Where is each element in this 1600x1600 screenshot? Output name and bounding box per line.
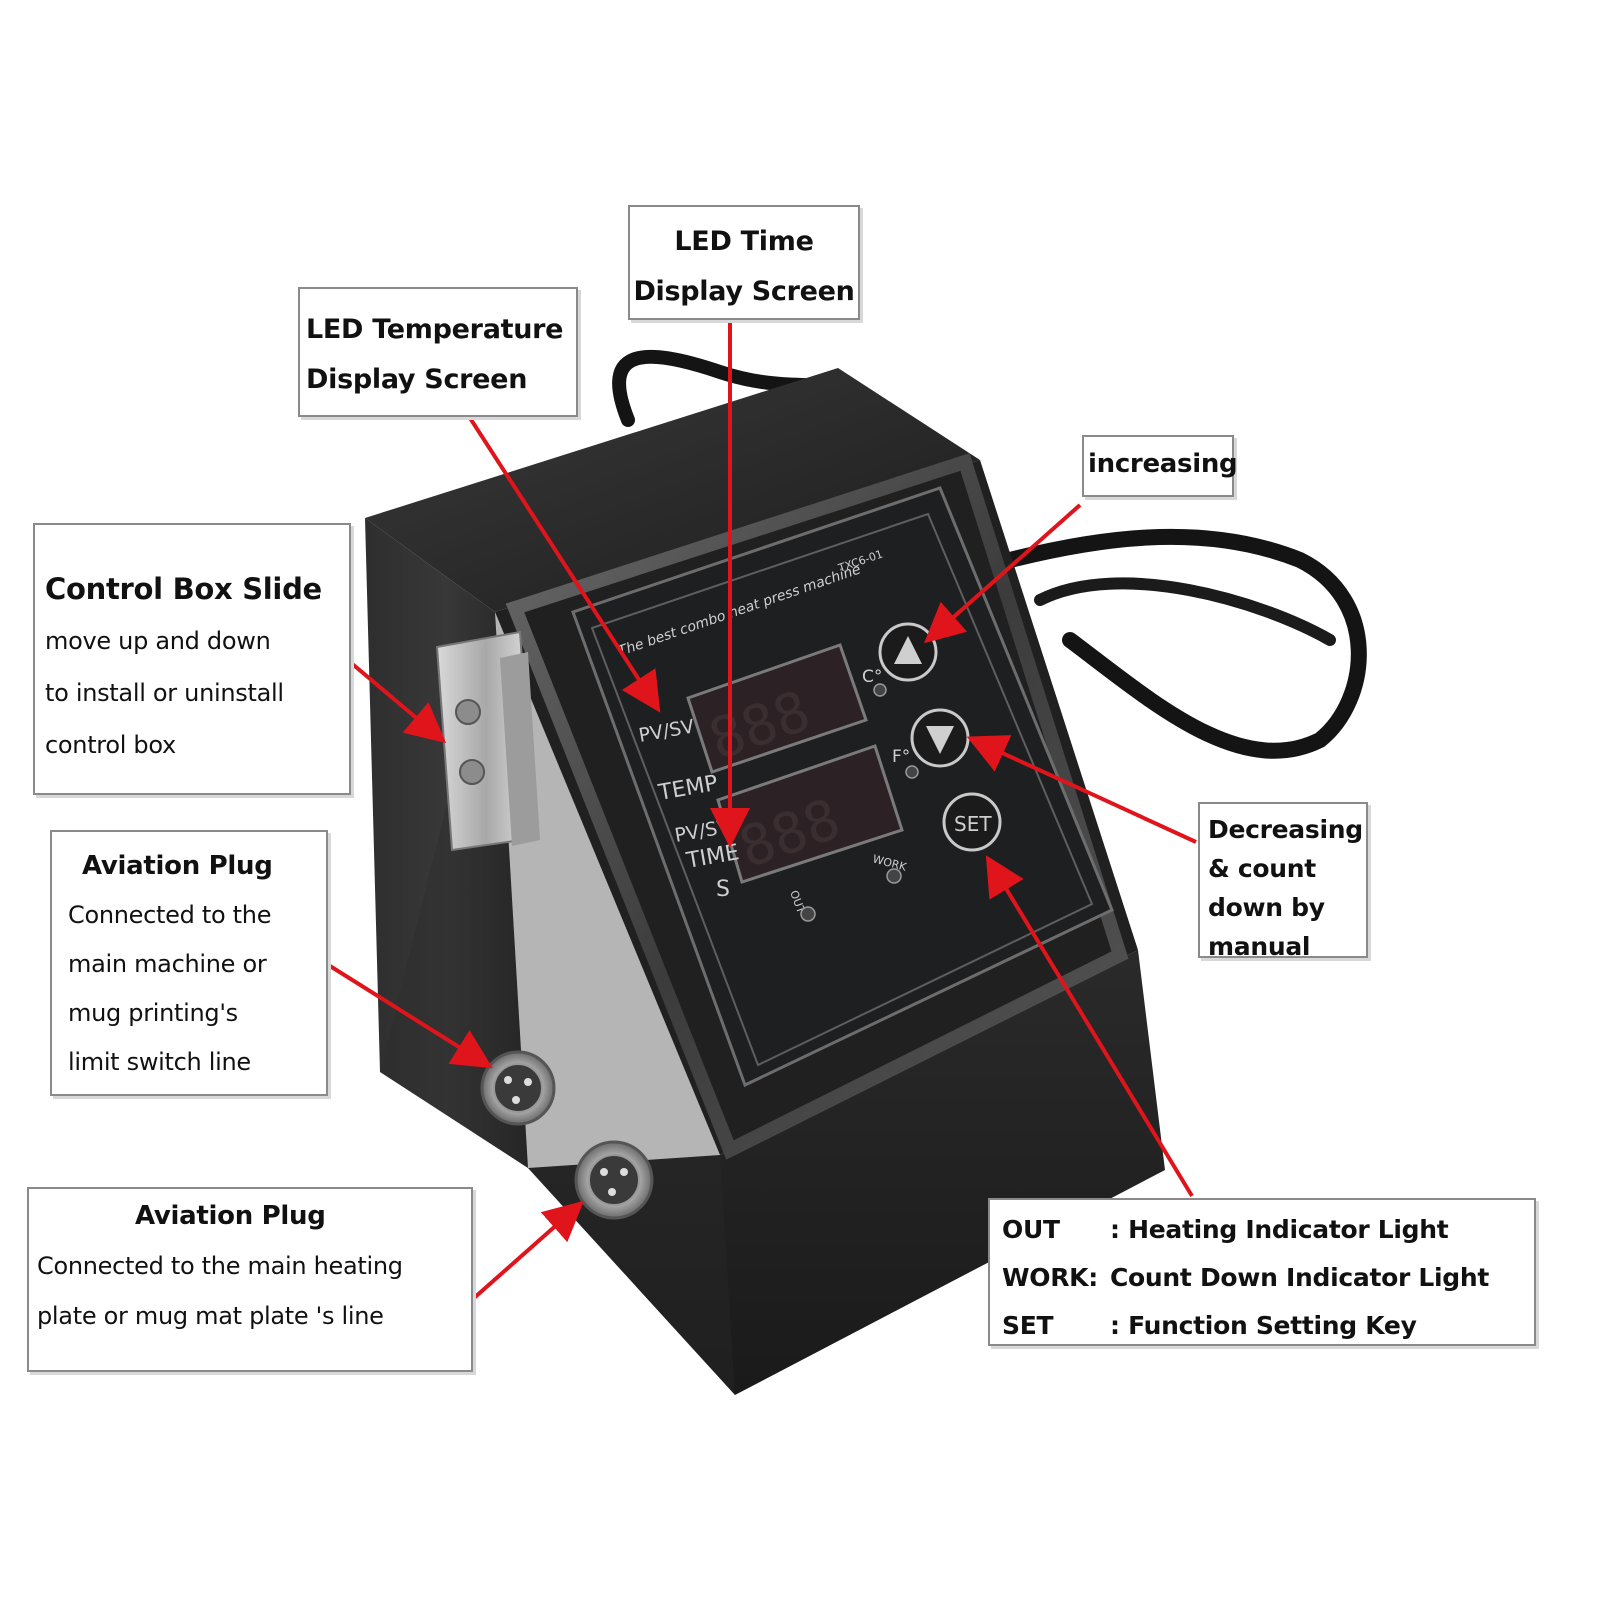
power-cable-side-2 bbox=[1034, 577, 1336, 646]
arrow-increasing bbox=[924, 503, 1082, 644]
legend-key-set: SET bbox=[1002, 1311, 1054, 1340]
callout-dec-line-4: manual bbox=[1208, 932, 1311, 961]
callout-slide-line-3: to install or uninstall bbox=[45, 679, 284, 707]
slide-screw-icon-top bbox=[455, 699, 481, 725]
callout-dec-line-1: Decreasing bbox=[1208, 815, 1363, 844]
control-box-slide-bracket bbox=[435, 630, 540, 852]
control-panel-inner-border bbox=[590, 512, 1094, 1067]
seconds-label: S bbox=[716, 877, 730, 902]
callout-aviation-plug-limit-switch: Aviation Plug Connected to the main mach… bbox=[50, 830, 328, 1096]
down-triangle-icon bbox=[926, 726, 954, 754]
callout-plug2-line-3: plate or mug mat plate 's line bbox=[37, 1302, 384, 1330]
callout-decreasing: Decreasing & count down by manual bbox=[1198, 802, 1368, 961]
legend-row-work: WORK: Count Down Indicator Light bbox=[1002, 1254, 1534, 1302]
box-front-lower bbox=[528, 950, 1165, 1395]
time-display: 888 bbox=[716, 744, 904, 884]
celsius-label: C° bbox=[862, 667, 882, 687]
callout-plug1-line-3: main machine or bbox=[68, 950, 267, 978]
arrow-decreasing bbox=[966, 735, 1197, 844]
slide-screw-icon-bottom bbox=[459, 759, 485, 785]
legend-row-set: SET : Function Setting Key bbox=[1002, 1302, 1534, 1350]
legend-key-work: WORK: bbox=[1002, 1263, 1098, 1292]
callout-plug1-line-5: limit switch line bbox=[68, 1048, 251, 1076]
callout-led-temperature: LED Temperature Display Screen bbox=[298, 287, 578, 417]
arrow-led-temp bbox=[468, 416, 661, 713]
callout-dec-line-3: down by bbox=[1208, 893, 1325, 922]
callout-increasing-text: increasing bbox=[1088, 449, 1238, 479]
fahrenheit-label: F° bbox=[892, 747, 910, 767]
callout-dec-line-2: & count bbox=[1208, 854, 1316, 883]
box-top-face bbox=[365, 368, 980, 612]
callout-plug1-line-2: Connected to the bbox=[68, 901, 272, 929]
arrow-aviation-plug-2 bbox=[472, 1200, 584, 1300]
legend-desc-out: : Heating Indicator Light bbox=[1110, 1215, 1449, 1244]
pointer-arrows bbox=[328, 320, 1197, 1300]
box-bezel bbox=[505, 453, 1129, 1160]
aviation-plug-lower bbox=[574, 1140, 654, 1220]
up-triangle-icon bbox=[894, 636, 922, 664]
callout-aviation-plug-heating-plate: Aviation Plug Connected to the main heat… bbox=[27, 1187, 473, 1372]
arrow-slide bbox=[348, 660, 447, 744]
legend-desc-work: Count Down Indicator Light bbox=[1110, 1263, 1490, 1292]
power-cable-side bbox=[1002, 528, 1367, 759]
callout-led-time: LED Time Display Screen bbox=[628, 205, 860, 320]
fahrenheit-indicator-led bbox=[905, 765, 919, 779]
work-indicator-led bbox=[886, 868, 902, 884]
arrow-set-legend bbox=[985, 855, 1194, 1198]
callout-slide-line-2: move up and down bbox=[45, 627, 271, 655]
callout-led-temp-line-2: Display Screen bbox=[306, 364, 528, 395]
set-button[interactable]: SET bbox=[942, 792, 1002, 852]
legend-row-out: OUT : Heating Indicator Light bbox=[1002, 1206, 1534, 1254]
callout-plug1-title: Aviation Plug bbox=[82, 851, 273, 881]
arrow-aviation-plug-1 bbox=[328, 964, 493, 1069]
callout-slide-line-4: control box bbox=[45, 731, 176, 759]
legend-key-out: OUT bbox=[1002, 1215, 1060, 1244]
decrease-button[interactable] bbox=[910, 708, 970, 768]
callout-plug2-title: Aviation Plug bbox=[135, 1201, 326, 1231]
callout-indicator-legend: OUT : Heating Indicator Light WORK: Count … bbox=[988, 1198, 1536, 1346]
set-button-label: SET bbox=[954, 812, 992, 836]
callout-plug2-line-2: Connected to the main heating bbox=[37, 1252, 403, 1280]
callout-led-time-line-1: LED Time bbox=[674, 226, 814, 257]
celsius-indicator-led bbox=[873, 683, 887, 697]
callout-led-temp-line-1: LED Temperature bbox=[306, 314, 564, 345]
legend-desc-set: : Function Setting Key bbox=[1110, 1311, 1417, 1340]
callout-slide-title: Control Box Slide bbox=[45, 572, 322, 606]
callout-increasing: increasing bbox=[1082, 435, 1238, 497]
callout-control-box-slide: Control Box Slide move up and down to in… bbox=[33, 523, 351, 795]
callout-plug1-line-4: mug printing's bbox=[68, 999, 238, 1027]
increase-button[interactable] bbox=[878, 622, 938, 682]
aviation-plug-upper bbox=[480, 1050, 556, 1126]
out-indicator-led bbox=[800, 906, 816, 922]
callout-led-time-line-2: Display Screen bbox=[633, 276, 855, 307]
